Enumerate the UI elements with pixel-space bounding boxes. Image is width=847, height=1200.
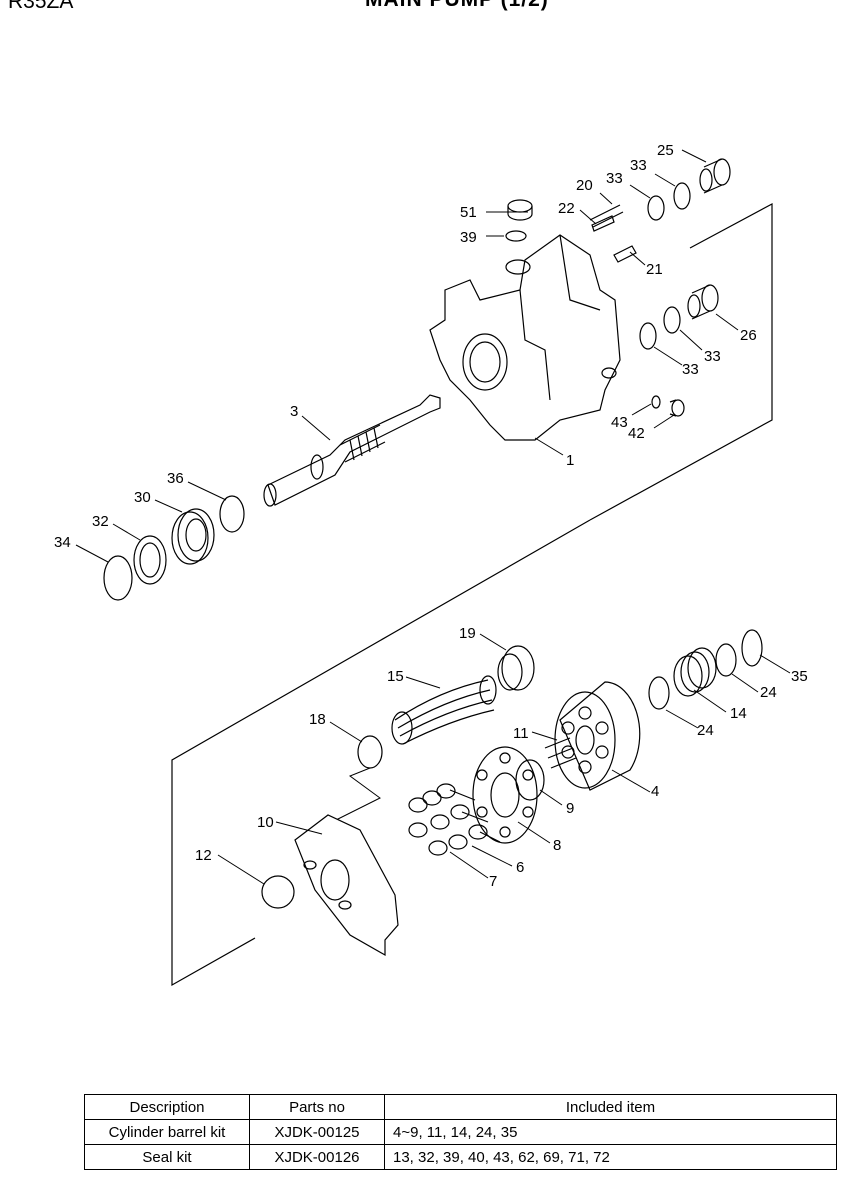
plug-part	[507, 199, 533, 221]
callout-14: 14	[730, 705, 747, 722]
callout-20: 20	[576, 177, 593, 194]
bushing-26-part	[687, 284, 719, 320]
washer-33d-part	[663, 306, 681, 334]
callout-9: 9	[566, 800, 574, 817]
pin-11-part	[544, 737, 577, 769]
callout-7: 7	[489, 873, 497, 890]
kits-table: Description Parts no Included item Cylin…	[84, 1094, 837, 1170]
snap-ring-35-part	[741, 629, 763, 667]
seat-19-part	[497, 645, 535, 691]
washer-24a-part	[648, 676, 670, 710]
shoe-18-part	[357, 735, 383, 769]
bearing-30-part	[171, 508, 215, 565]
ball-12-part	[261, 875, 295, 909]
callout-33-d: 33	[682, 361, 699, 378]
callout-6: 6	[516, 859, 524, 876]
callout-39: 39	[460, 229, 477, 246]
col-included-item: Included item	[384, 1094, 837, 1120]
callout-4: 4	[651, 783, 659, 800]
shaft-part	[263, 394, 441, 507]
frame-upper	[589, 202, 773, 521]
cylinder-barrel-part	[554, 681, 641, 791]
snap-ring-34-part	[103, 555, 133, 601]
cell-included: 4~9, 11, 14, 24, 35	[384, 1119, 837, 1145]
washer-33b-part	[673, 182, 691, 210]
callout-33-b: 33	[630, 157, 647, 174]
callout-18: 18	[309, 711, 326, 728]
callout-26: 26	[740, 327, 757, 344]
callout-42: 42	[628, 425, 645, 442]
callout-10: 10	[257, 814, 274, 831]
callout-15: 15	[387, 668, 404, 685]
plug-42-part	[669, 399, 685, 417]
callout-34: 34	[54, 534, 71, 551]
set-plate-8-part	[472, 746, 538, 844]
col-description: Description	[84, 1094, 250, 1120]
cell-description: Cylinder barrel kit	[84, 1119, 250, 1145]
cell-included: 13, 32, 39, 40, 43, 62, 69, 71, 72	[384, 1144, 837, 1170]
callout-22: 22	[558, 200, 575, 217]
model-code: R35ZA	[8, 0, 74, 13]
callout-32: 32	[92, 513, 109, 530]
callout-21: 21	[646, 261, 663, 278]
callout-8: 8	[553, 837, 561, 854]
table-header-row: Description Parts no Included item	[84, 1094, 837, 1120]
spring-14-part	[673, 647, 717, 697]
washer-33a-part	[647, 195, 665, 221]
callout-24-b: 24	[760, 684, 777, 701]
cell-parts-no: XJDK-00126	[249, 1144, 385, 1170]
frame-lower	[171, 519, 591, 987]
washer-33c-part	[639, 322, 657, 350]
valve-plate-10-part	[294, 814, 399, 957]
callout-24-a: 24	[697, 722, 714, 739]
callout-3: 3	[290, 403, 298, 420]
exploded-parts-diagram: 51 39 22 20 33 33 25 21 26 33 33 43 42 1…	[54, 142, 808, 987]
pin-parts	[589, 204, 637, 263]
callout-1: 1	[566, 452, 574, 469]
snap-ring-36-part	[219, 495, 245, 533]
o-ring-39-part	[505, 230, 527, 242]
o-ring-43-part	[651, 395, 661, 409]
callout-33-a: 33	[606, 170, 623, 187]
pump-casing-part	[429, 234, 621, 441]
callout-30: 30	[134, 489, 151, 506]
cell-description: Seal kit	[84, 1144, 250, 1170]
washer-24b-part	[715, 643, 737, 677]
col-parts-no: Parts no	[249, 1094, 385, 1120]
table-row: Seal kit XJDK-00126 13, 32, 39, 40, 43, …	[84, 1144, 837, 1170]
oil-seal-32-part	[133, 535, 167, 585]
callout-19: 19	[459, 625, 476, 642]
page-title: MAIN PUMP (1/2)	[365, 0, 549, 12]
callout-36: 36	[167, 470, 184, 487]
callout-33-c: 33	[704, 348, 721, 365]
piston-shoe-6-7-parts	[408, 783, 501, 856]
callout-12: 12	[195, 847, 212, 864]
table-row: Cylinder barrel kit XJDK-00125 4~9, 11, …	[84, 1119, 837, 1145]
cell-parts-no: XJDK-00125	[249, 1119, 385, 1145]
spring-15-part	[391, 675, 497, 745]
ball-guide-9-part	[515, 759, 545, 801]
callout-11: 11	[513, 725, 529, 742]
callout-35: 35	[791, 668, 808, 685]
callout-43: 43	[611, 414, 628, 431]
bushing-25-part	[699, 158, 731, 194]
callout-25: 25	[657, 142, 674, 159]
callout-51: 51	[460, 204, 477, 221]
